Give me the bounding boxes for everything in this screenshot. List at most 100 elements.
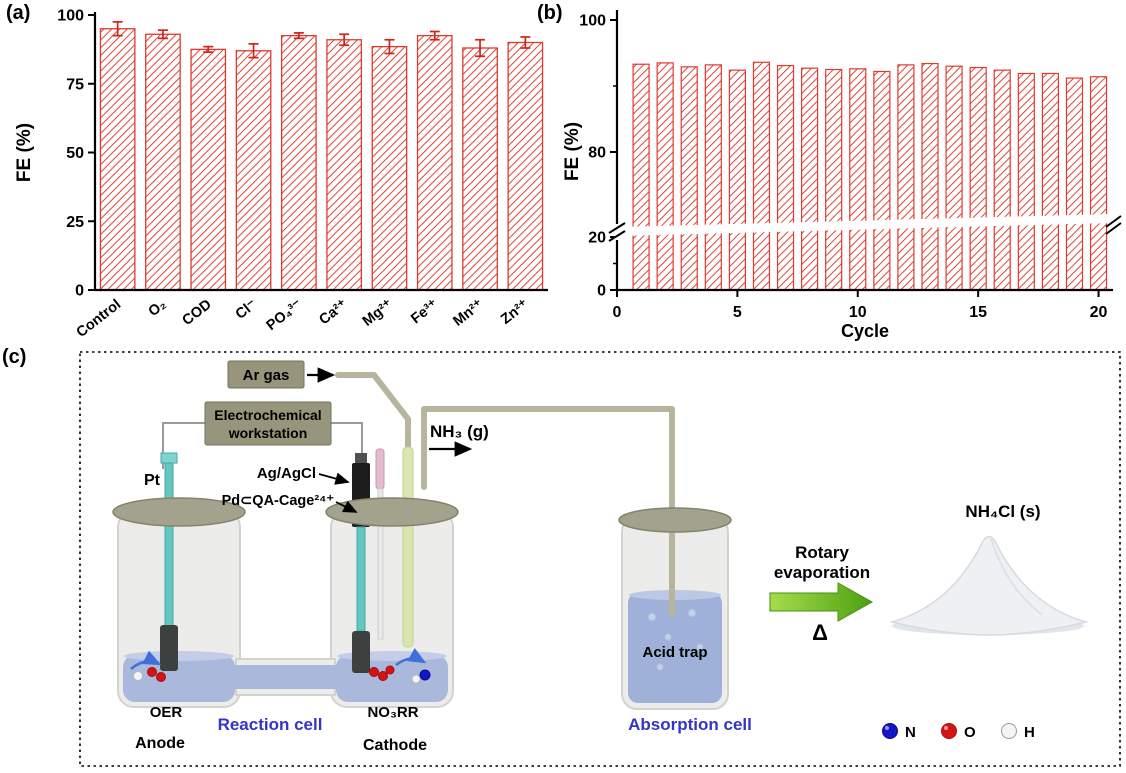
x-tick-label: 20	[1090, 304, 1108, 321]
bar	[462, 47, 498, 291]
y-tick-label: 50	[66, 145, 84, 162]
bar	[728, 69, 746, 291]
anode-vessel-lid	[112, 497, 246, 527]
y-tick-label: 100	[579, 13, 606, 30]
x-tick-label: 15	[969, 304, 987, 321]
panel-c-diagram: Ar gas Electrochemical workstation NH₃ (…	[79, 351, 1121, 767]
bubble	[648, 613, 656, 621]
legend-o-sphere	[941, 723, 957, 739]
working-electrode-rod	[356, 526, 366, 632]
pt-label: Pt	[144, 472, 161, 489]
h-sphere	[411, 674, 421, 684]
legend-o-highlight	[944, 726, 948, 730]
cathode-label: Cathode	[363, 737, 427, 754]
agagcl-label: Ag/AgCl	[257, 465, 316, 482]
x-tick-label: 0	[613, 304, 622, 321]
y-tick-label: 0	[597, 283, 606, 300]
panel-b-label: (b)	[537, 2, 563, 24]
anolyte-surface	[124, 651, 234, 661]
working-electrode-cap	[355, 453, 367, 465]
bar	[897, 64, 915, 291]
bar	[507, 41, 544, 291]
x-axis-label: Cycle	[841, 321, 889, 341]
legend-h-label: H	[1024, 724, 1035, 741]
x-tick-label: 5	[733, 304, 742, 321]
y-tick-label: 25	[66, 214, 84, 231]
o-sphere	[147, 667, 157, 677]
x-category-label: Ca²⁺	[316, 296, 351, 328]
cycle-bars	[632, 61, 1108, 291]
pt-electrode-cap	[160, 452, 178, 464]
bar	[752, 61, 771, 291]
rotary-evaporation-arrow	[769, 582, 874, 622]
y-axis-label: FE (%)	[14, 123, 35, 182]
bar	[873, 70, 891, 291]
gas-inlet-tube	[402, 446, 414, 648]
bar	[849, 68, 867, 291]
workstation-box	[204, 401, 332, 446]
rotary-label-2: evaporation	[774, 563, 870, 582]
x-category-label: O₂	[146, 297, 170, 321]
absorption-cell-label: Absorption cell	[628, 715, 752, 734]
bar	[416, 34, 453, 291]
anolyte-liquid	[123, 655, 235, 702]
y-axis-label: FE (%)	[562, 122, 583, 181]
bar	[680, 66, 698, 291]
bar	[235, 50, 272, 291]
powder-shading	[990, 536, 1043, 616]
bar	[921, 62, 939, 291]
bar	[656, 62, 674, 291]
x-category-label: Mn²⁺	[450, 296, 486, 329]
nh3-gas-label: NH₃ (g)	[430, 422, 489, 441]
bubble	[696, 643, 704, 651]
bar	[1041, 72, 1059, 291]
bar	[190, 48, 227, 291]
x-category-label: Fe³⁺	[408, 296, 441, 327]
delta-symbol: Δ	[812, 620, 828, 645]
o-sphere	[378, 671, 388, 681]
reaction-cell-label: Reaction cell	[218, 715, 323, 734]
bars	[99, 21, 544, 291]
workstation-label-1: Electrochemical	[214, 407, 321, 423]
y-tick-label: 0	[75, 283, 84, 300]
x-category-label: Control	[74, 297, 124, 341]
panel-a-label: (a)	[6, 2, 31, 24]
legend-o-label: O	[964, 724, 976, 741]
axis-break-mark	[608, 230, 626, 242]
x-category-label: Zn²⁺	[498, 296, 532, 327]
legend-n-sphere	[882, 723, 898, 739]
n-sphere	[419, 669, 431, 681]
ar-gas-label: Ar gas	[243, 367, 290, 384]
oer-label: OER	[150, 704, 183, 721]
bar	[776, 64, 795, 291]
axis-break-mark	[608, 222, 626, 234]
bar	[99, 28, 136, 291]
bar	[825, 68, 843, 291]
axis-break-mark	[1105, 222, 1122, 235]
bubble	[664, 633, 672, 641]
bar	[704, 64, 722, 291]
bubble	[688, 609, 696, 617]
y-tick-label: 100	[57, 8, 84, 25]
no3rr-label: NO₃RR	[367, 704, 418, 721]
bar	[145, 33, 181, 291]
o-sphere	[385, 665, 395, 675]
x-category-label: Cl⁻	[233, 296, 261, 322]
bar	[1017, 72, 1035, 291]
bar	[969, 66, 987, 291]
pd-cage-pointer-arrow	[335, 500, 358, 513]
bar	[945, 65, 963, 291]
reference-electrode-top	[375, 448, 385, 490]
panel-c-border	[79, 351, 1121, 767]
no3rr-arrow	[395, 648, 427, 667]
legend-n-highlight	[885, 726, 889, 730]
cathode-vessel-lid	[325, 497, 459, 527]
x-category-label: COD	[179, 297, 214, 329]
ar-inlet-tube	[335, 372, 411, 456]
o-sphere	[369, 667, 379, 677]
agagcl-pointer-arrow	[318, 472, 350, 485]
bridge-liquid	[233, 665, 338, 689]
acid-trap-label: Acid trap	[642, 644, 707, 661]
bar	[801, 67, 819, 291]
legend-h-sphere	[1001, 723, 1017, 739]
